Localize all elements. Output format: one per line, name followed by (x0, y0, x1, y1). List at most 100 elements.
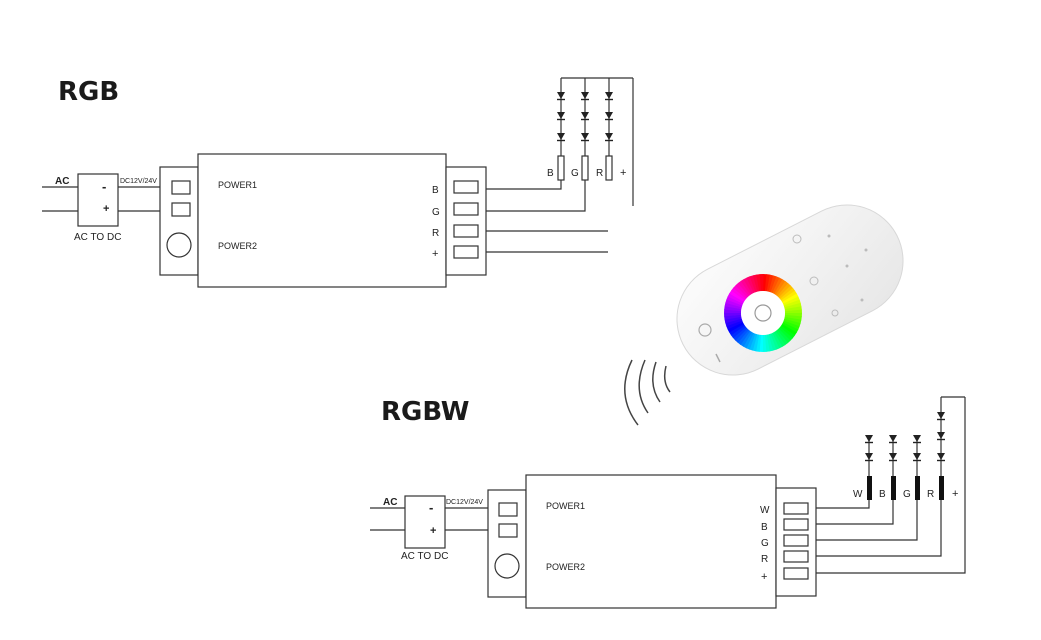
color-wheel-segment (759, 334, 763, 352)
rgb-terminal-b: B (432, 185, 439, 196)
color-wheel-segment (749, 333, 758, 351)
wireless-signal-icon (624, 359, 671, 426)
color-wheel-segment (768, 333, 777, 351)
rgb-terminal-r: R (432, 228, 439, 239)
rgb-power-jack (166, 232, 192, 258)
color-wheel-segment (779, 325, 795, 339)
rgbw-power1-label: POWER1 (546, 501, 585, 511)
rgb-plus-sign: + (103, 203, 109, 215)
color-wheel-ring (724, 274, 802, 352)
rgb-ac-dc-converter (77, 173, 119, 227)
rgbw-terminal-g: G (761, 538, 769, 549)
rgbw-minus-sign: - (429, 500, 433, 515)
rgb-controller (197, 153, 447, 288)
rgbw-section: RGBW AC - + AC TO DC DC12V/24V POWER1 PO… (370, 396, 966, 609)
color-wheel-segment (733, 285, 748, 299)
minus-icon (715, 353, 721, 363)
rgbw-strip-w: W (853, 489, 863, 500)
color-wheel-segment (766, 274, 774, 292)
color-wheel-segment (772, 332, 783, 349)
rgbw-terminal-plus: + (761, 571, 767, 583)
color-wheel-segment (781, 290, 798, 303)
color-wheel-segment (724, 316, 742, 324)
color-wheel-segment (749, 275, 758, 293)
color-wheel-segment (737, 329, 751, 345)
color-wheel-segment (729, 290, 746, 302)
color-wheel-segment (727, 322, 744, 333)
color-wheel-segment (781, 322, 799, 333)
rgbw-terminal-b: B (761, 522, 768, 533)
rgbw-strip-r: R (927, 489, 934, 500)
color-wheel-segment (735, 282, 750, 298)
rgb-led-strip (556, 77, 634, 206)
rgb-strip-r: R (596, 168, 603, 179)
color-wheel-segment (759, 274, 764, 292)
rgb-converter-label: AC TO DC (74, 232, 121, 243)
color-wheel-segment (726, 320, 744, 330)
color-wheel-segment (743, 277, 754, 294)
color-wheel-segment (725, 299, 743, 308)
rgbw-power2-label: POWER2 (546, 562, 585, 572)
color-wheel-segment (727, 293, 745, 304)
rgbw-ac-label: AC (383, 497, 397, 508)
color-wheel-segment (725, 318, 743, 327)
color-wheel-segment (778, 327, 793, 341)
color-wheel-segment (728, 323, 745, 336)
color-wheel-segment (782, 320, 800, 330)
rgb-section: RGB AC - + AC TO DC DC12V/24V POWER1 POW… (42, 77, 634, 288)
color-wheel-segment (732, 326, 748, 341)
rgb-terminal-plus: + (432, 248, 438, 260)
color-wheel-segment (724, 312, 742, 317)
color-wheel-segment (746, 332, 756, 350)
color-wheel-segment (743, 331, 754, 349)
color-wheel-segment (774, 279, 786, 296)
mode-icon (831, 309, 839, 317)
rgbw-power-jack (494, 553, 520, 579)
rgbw-led-strip (864, 396, 965, 500)
color-wheel-segment (740, 330, 752, 347)
rgb-heading: RGB (58, 77, 119, 107)
color-wheel-center-button (754, 304, 772, 322)
rgb-power2-label: POWER2 (218, 241, 257, 251)
color-wheel-segment (755, 334, 762, 352)
color-wheel-segment (779, 287, 796, 301)
color-wheel-segment (783, 299, 801, 308)
color-wheel-segment (726, 296, 744, 306)
color-wheel-segment (735, 328, 749, 343)
color-wheel-segment (766, 334, 774, 352)
rgb-strip-g: G (571, 168, 579, 179)
rgb-power1-label: POWER1 (218, 180, 257, 190)
rgbw-dc-voltage: DC12V/24V (446, 499, 483, 506)
color-wheel-segment (762, 334, 767, 352)
color-wheel-segment (724, 302, 742, 310)
rgbw-terminal-w: W (760, 505, 770, 516)
rgbw-heading: RGBW (381, 397, 469, 427)
color-wheel-segment (724, 309, 742, 313)
color-wheel-segment (784, 302, 802, 310)
rgb-minus-sign: - (102, 179, 106, 194)
color-wheel-segment (763, 274, 767, 292)
rgbw-strip-b: B (879, 489, 886, 500)
rgbw-plus-sign: + (430, 525, 436, 537)
color-wheel-segment (746, 276, 756, 294)
color-wheel-segment (768, 275, 777, 293)
color-wheel-segment (724, 305, 742, 312)
color-wheel-segment (784, 314, 802, 321)
power-icon (698, 323, 712, 337)
color-wheel-segment (784, 316, 802, 324)
rgbw-terminal-r: R (761, 554, 768, 565)
color-wheel-segment (782, 296, 800, 306)
color-wheel-segment (777, 283, 791, 298)
color-wheel-segment (764, 274, 771, 292)
rgbw-controller (525, 474, 777, 609)
speed-icon (809, 276, 819, 286)
rgbw-strip-plus: + (952, 488, 958, 500)
color-wheel-segment (731, 287, 747, 301)
rgb-dc-voltage: DC12V/24V (120, 178, 157, 185)
brightness-icon (792, 234, 802, 244)
color-wheel-segment (752, 274, 760, 292)
color-wheel-segment (784, 313, 802, 317)
color-wheel-segment (772, 277, 783, 295)
rgb-strip-b: B (547, 168, 554, 179)
